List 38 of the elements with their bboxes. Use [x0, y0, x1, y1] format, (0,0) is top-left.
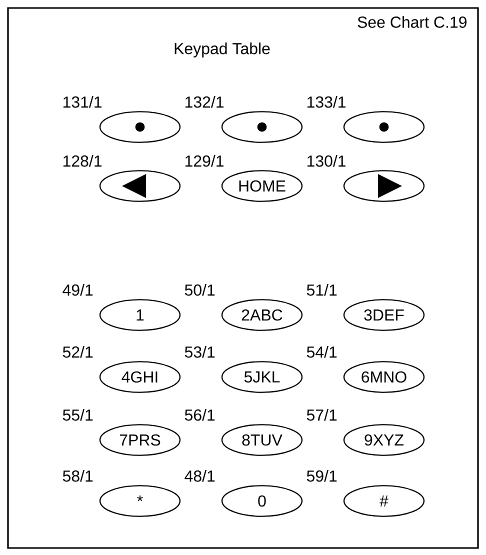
key-code: 133/1 [307, 96, 346, 108]
key-code: 54/1 [306, 346, 337, 358]
key-code: 51/1 [306, 284, 337, 296]
key-code: 132/1 [185, 96, 224, 108]
key-code: 58/1 [62, 470, 93, 482]
key-code: 56/1 [184, 409, 215, 421]
key-button: 3DEF [343, 299, 425, 331]
note: See Chart C.19 [358, 16, 466, 28]
key-button: 4GHI [99, 361, 181, 393]
key-code: 129/1 [185, 155, 224, 167]
key-code: 130/1 [307, 155, 346, 167]
key-code: 57/1 [306, 409, 337, 421]
key-code: 131/1 [63, 96, 102, 108]
key-button: 1 [99, 299, 181, 331]
key-button: 2ABC [221, 299, 303, 331]
key-button: 7PRS [99, 424, 181, 456]
key-button [343, 111, 425, 143]
key-button: 5JKL [221, 361, 303, 393]
key-code: 59/1 [306, 470, 337, 482]
key-button [221, 111, 303, 143]
key-code: 53/1 [184, 346, 215, 358]
key-code: 55/1 [62, 409, 93, 421]
key-button: 8TUV [221, 424, 303, 456]
key-code: 50/1 [184, 284, 215, 296]
key-code: 52/1 [62, 346, 93, 358]
key-button [343, 170, 425, 202]
key-button [99, 111, 181, 143]
key-button: # [343, 485, 425, 517]
title: Keypad Table [174, 42, 270, 58]
key-code: 48/1 [184, 470, 215, 482]
key-code: 128/1 [63, 155, 102, 167]
key-button: HOME [221, 170, 303, 202]
key-button: 9XYZ [343, 424, 425, 456]
key-button: 0 [221, 485, 303, 517]
key-button [99, 170, 181, 202]
key-button: 6MNO [343, 361, 425, 393]
key-button: * [99, 485, 181, 517]
key-code: 49/1 [62, 284, 93, 296]
